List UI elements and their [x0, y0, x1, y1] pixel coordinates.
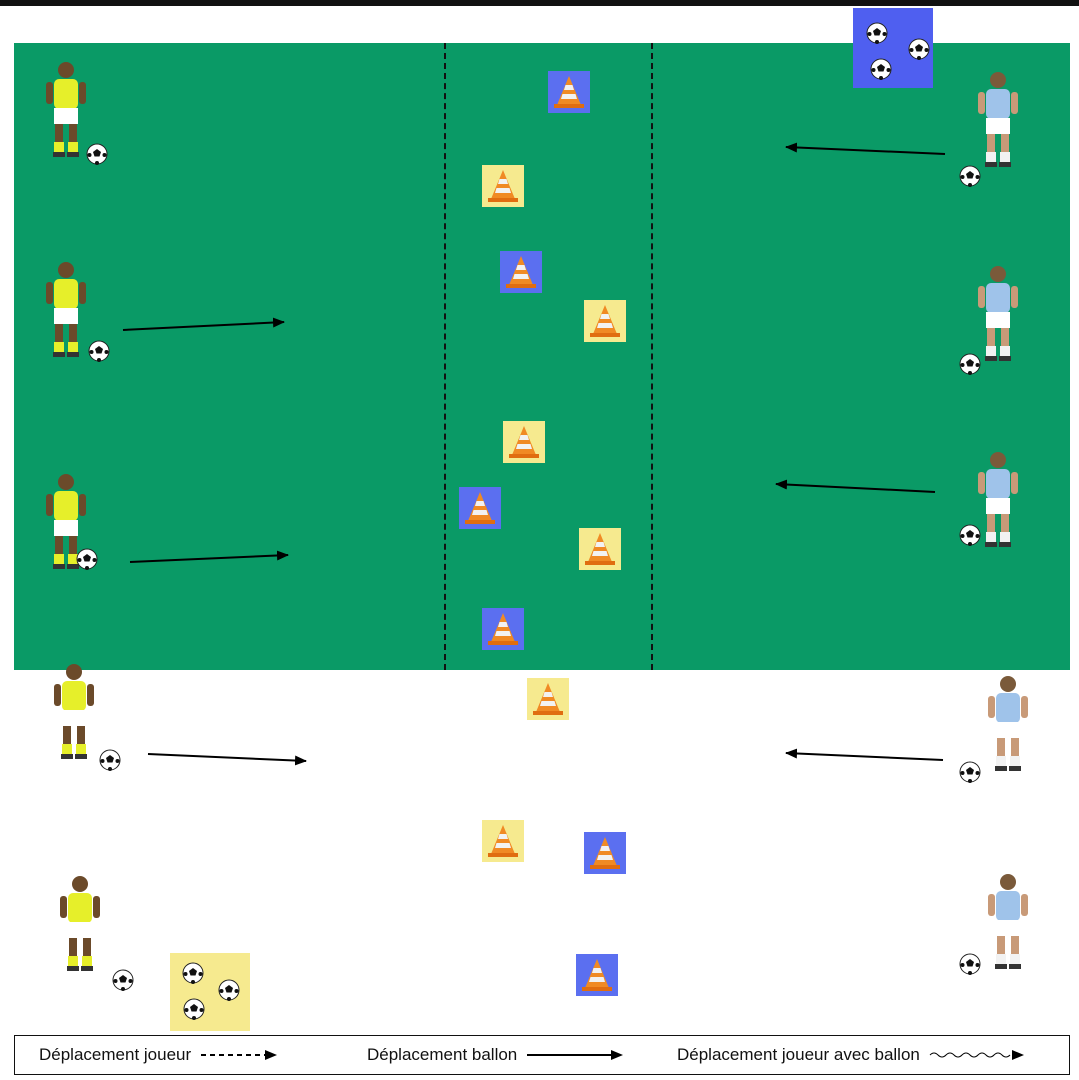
pass-arrow	[123, 322, 284, 330]
pass-arrow	[786, 147, 945, 154]
solid-arrow-icon	[525, 1048, 625, 1062]
legend-label: Déplacement joueur	[39, 1045, 191, 1065]
dashed-arrow-icon	[199, 1048, 279, 1062]
pass-arrows	[0, 0, 1079, 1035]
legend-label: Déplacement ballon	[367, 1045, 517, 1065]
wavy-arrow-icon	[928, 1048, 1028, 1062]
legend-player-movement: Déplacement joueur	[39, 1036, 279, 1074]
legend: Déplacement joueur Déplacement ballon Dé…	[14, 1035, 1070, 1075]
pass-arrow	[148, 754, 306, 761]
pass-arrow	[786, 753, 943, 760]
legend-ball-movement: Déplacement ballon	[367, 1036, 625, 1074]
pass-arrow	[776, 484, 935, 492]
legend-label: Déplacement joueur avec ballon	[677, 1045, 920, 1065]
legend-player-with-ball: Déplacement joueur avec ballon	[677, 1036, 1028, 1074]
pass-arrow	[130, 555, 288, 562]
